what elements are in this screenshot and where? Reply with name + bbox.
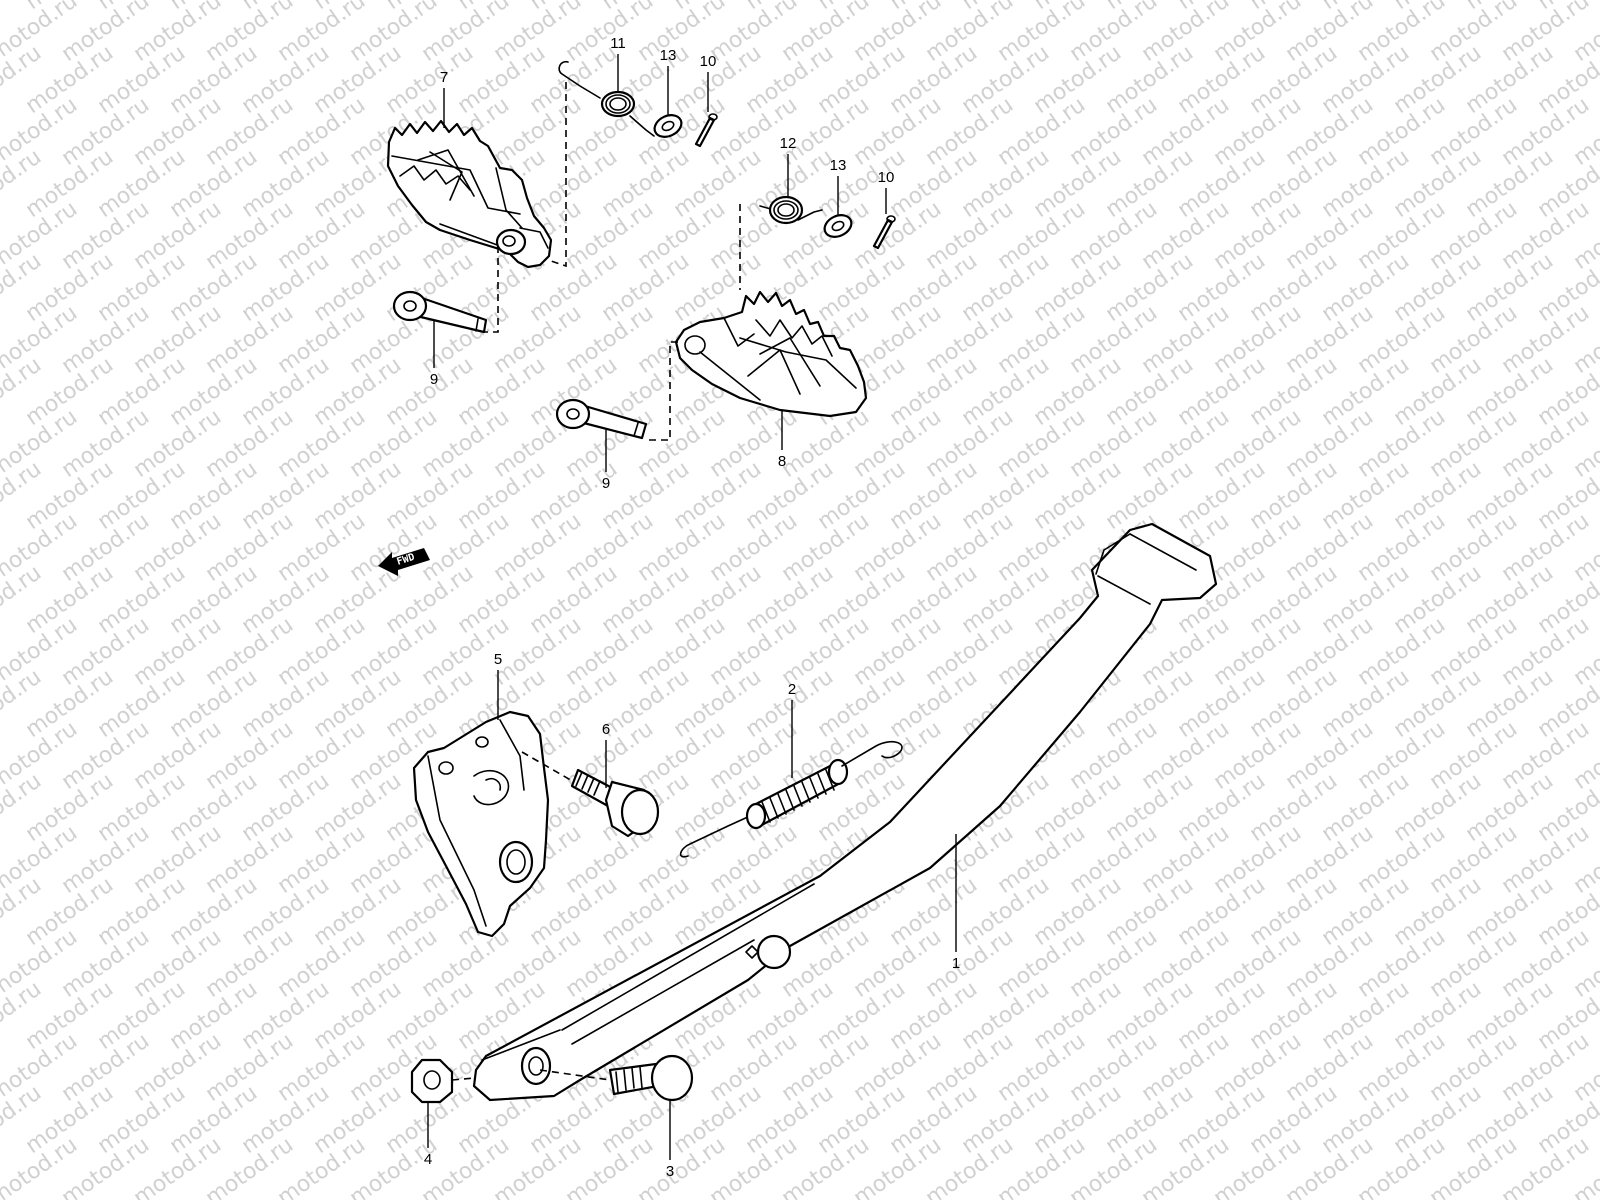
callout-10a: 10 xyxy=(700,53,717,70)
callouts: 7 11 13 10 9 12 13 10 9 8 5 6 2 xyxy=(424,35,960,1180)
callout-7: 7 xyxy=(440,69,448,86)
callout-5: 5 xyxy=(494,651,502,668)
callout-12: 12 xyxy=(780,135,797,152)
callout-9b: 9 xyxy=(602,475,610,492)
washer-icon xyxy=(823,214,853,238)
callout-6: 6 xyxy=(602,721,610,738)
footrest-pin-icon xyxy=(555,398,648,440)
callout-3: 3 xyxy=(666,1163,674,1180)
callout-13a: 13 xyxy=(660,47,677,64)
stand-bracket-icon xyxy=(412,710,550,938)
callout-11: 11 xyxy=(610,35,626,52)
footrest-left-icon xyxy=(386,119,553,269)
bracket-bolt-icon xyxy=(570,768,660,838)
callout-1: 1 xyxy=(952,955,960,972)
stand-spring-icon xyxy=(679,740,903,858)
footrest-spring-icon xyxy=(759,195,823,225)
washer-icon xyxy=(653,114,683,138)
pivot-bolt-icon xyxy=(608,1054,694,1102)
cotter-pin-icon xyxy=(872,215,896,250)
callout-10b: 10 xyxy=(878,169,895,186)
callout-8: 8 xyxy=(778,453,786,470)
cotter-pin-icon xyxy=(694,113,718,148)
footrest-right-icon xyxy=(674,290,868,418)
callout-4: 4 xyxy=(424,1151,432,1168)
side-stand-icon xyxy=(472,522,1218,1102)
callout-13b: 13 xyxy=(830,157,847,174)
callout-9a: 9 xyxy=(430,371,438,388)
nut-icon xyxy=(410,1058,454,1104)
fwd-label: FWD xyxy=(396,552,417,568)
fwd-arrow-icon: FWD xyxy=(378,548,430,576)
callout-2: 2 xyxy=(788,681,796,698)
